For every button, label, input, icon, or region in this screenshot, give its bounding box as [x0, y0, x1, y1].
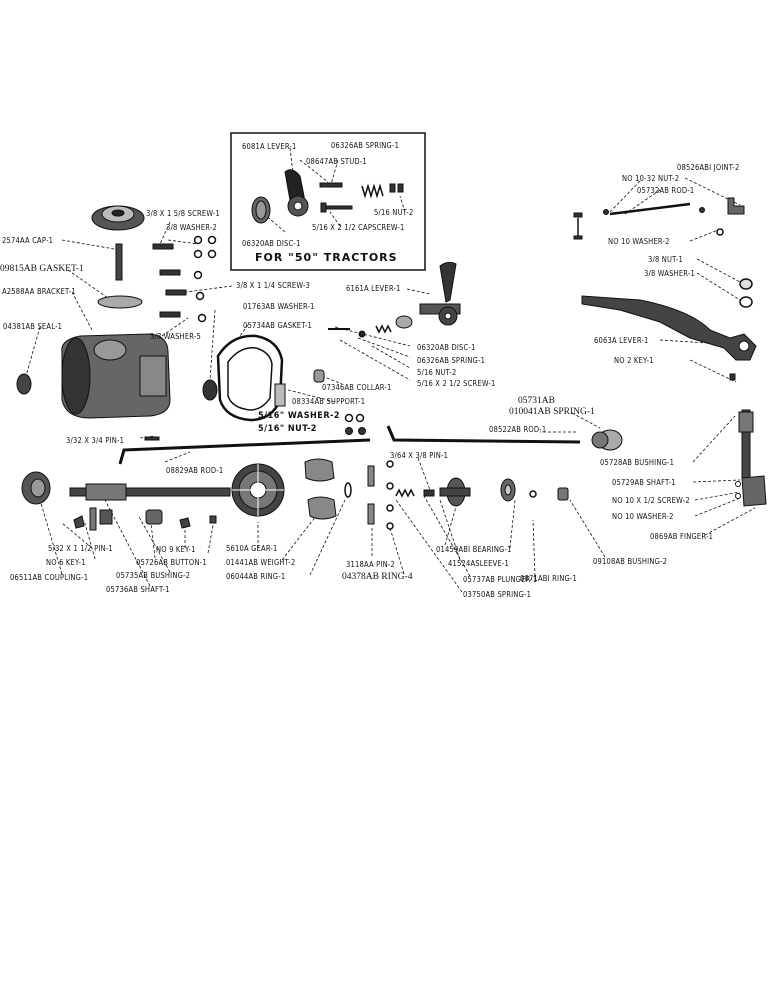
lever-6161-icon — [439, 261, 457, 303]
label-spring-03750: 03750AB SPRING-1 — [463, 590, 532, 599]
label-key-no6: NO 6 KEY-1 — [46, 558, 86, 567]
label-washer-01763: 01763AB WASHER-1 — [243, 302, 315, 311]
label-nut-10-32: NO 10-32 NUT-2 — [622, 174, 680, 183]
bushing-09108-icon — [557, 487, 569, 501]
label-lever-6081: 6081A LEVER-1 — [242, 142, 297, 151]
housing-parts — [16, 205, 284, 422]
label-screw-3-8x1-1-4: 3/8 X 1 1/4 SCREW-3 — [236, 281, 311, 290]
label-ring-06044: 06044AB RING-1 — [226, 572, 286, 581]
inset-box — [230, 132, 426, 271]
gasket-icon — [97, 295, 143, 309]
label-nut-5-16: 5/16 NUT-2 — [417, 368, 457, 377]
rod-08522-icon — [386, 425, 581, 444]
label-ring-04378: 04378AB RING-4 — [342, 572, 413, 582]
label-washer-5-16-2: 5/16" WASHER-2 — [258, 411, 341, 421]
label-rod-05732: 05732AB ROD-1 — [637, 186, 695, 195]
label-button: 05726AB BUTTON-1 — [136, 558, 207, 567]
label-rod-08522: 08522AB ROD-1 — [489, 425, 547, 434]
label-capscrew: 5/16 X 2 1/2 CAPSCREW-1 — [312, 223, 405, 232]
label-nut-inset: 5/16 NUT-2 — [374, 208, 414, 217]
seal-icon — [16, 373, 32, 395]
label-bracket: A2588AA BRACKET-1 — [2, 287, 76, 296]
shaft-05736-icon — [69, 487, 231, 497]
collar-icon — [313, 369, 325, 383]
label-pin-3-64: 3/64 X 3/8 PIN-1 — [390, 451, 449, 460]
label-bushing-05735: 05735AB BUSHING-2 — [116, 571, 191, 580]
label-bushing-05728: 05728AB BUSHING-1 — [600, 458, 675, 467]
label-pin-3-32: 3/32 X 3/4 PIN-1 — [66, 436, 125, 445]
inset-title: FOR "50" TRACTORS — [255, 251, 398, 264]
label-spring-05731-a: 05731AB — [518, 396, 555, 406]
label-ring-0871: 0871ABI RING-1 — [520, 574, 578, 583]
label-stud: 08647AB STUD-1 — [306, 157, 367, 166]
label-shaft-05729: 05729AB SHAFT-1 — [612, 478, 676, 487]
rod-08829-icon — [118, 438, 371, 465]
label-pin-3118: 3118AA PIN-2 — [346, 560, 395, 569]
ring-06044-icon — [344, 482, 352, 498]
label-collar: 07346AB COLLAR-1 — [322, 383, 392, 392]
label-shaft-05736: 05736AB SHAFT-1 — [106, 585, 170, 594]
label-nut-3-8: 3/8 NUT-1 — [648, 255, 683, 264]
right-parts — [573, 197, 767, 507]
label-lever-6161: 6161A LEVER-1 — [346, 284, 401, 293]
support-icon — [274, 383, 286, 407]
label-plunger: 05737AB PLUNGER-1 — [463, 575, 538, 584]
label-support: 08334AB SUPPORT-1 — [292, 397, 366, 406]
label-screw-5-16x2-1-2: 5/16 X 2 1/2 SCREW-1 — [417, 379, 496, 388]
label-screw-3-8x1-5-8: 3/8 X 1 5/8 SCREW-1 — [146, 209, 221, 218]
label-cap: 2574AA CAP-1 — [2, 236, 54, 245]
label-weight: 01441AB WEIGHT-2 — [226, 558, 296, 567]
label-lever-6063: 6063A LEVER-1 — [594, 336, 649, 345]
washer-01763-icon — [202, 379, 218, 401]
label-seal: 04381AB SEAL-1 — [3, 322, 63, 331]
rod-05732-icon — [609, 202, 691, 216]
inset-parts — [251, 169, 404, 224]
finger-icon — [741, 475, 767, 507]
label-washer-3-8-2: 3/8 WASHER-2 — [166, 223, 218, 232]
lever-6063-icon — [581, 295, 757, 361]
label-gear: 5610A GEAR-1 — [226, 544, 278, 553]
label-gasket-09815: 09815AB GASKET-1 — [0, 264, 84, 274]
label-gasket-05734: 05734AB GASKET-1 — [243, 321, 313, 330]
label-finger: 0869AB FINGER-1 — [650, 532, 714, 541]
label-rod-08829: 08829AB ROD-1 — [166, 466, 224, 475]
label-spring-06326-inset: 06326AB SPRING-1 — [331, 141, 400, 150]
label-nut-5-16-b: 5/16" NUT-2 — [258, 424, 317, 434]
label-joint: 08526ABI JOINT-2 — [677, 163, 740, 172]
label-key-no9: NO 9 KEY-1 — [156, 545, 196, 554]
governor-housing-icon — [61, 333, 171, 419]
label-disc-inset: 06320AB DISC-1 — [242, 239, 301, 248]
weight-icon — [304, 458, 335, 482]
label-sleeve: 41524ASLEEVE-1 — [448, 559, 510, 568]
label-washer-no10-b: NO 10 WASHER-2 — [612, 512, 674, 521]
spring-icon — [361, 183, 384, 199]
middle-parts — [118, 261, 623, 465]
label-pin-5-32: 5/32 X 1 1/2 PIN-1 — [48, 544, 113, 553]
label-spring-05731-b: 010041AB SPRING-1 — [509, 407, 595, 417]
label-coupling: 06511AB COUPLING-1 — [10, 573, 89, 582]
label-bearing: 01459ABI BEARING-1 — [436, 545, 512, 554]
label-key-no2: NO 2 KEY-1 — [614, 356, 654, 365]
lower-parts — [21, 458, 569, 531]
label-washer-3-8-5: 3/8 WASHER-5 — [150, 332, 202, 341]
label-washer-3-8-1: 3/8 WASHER-1 — [644, 269, 696, 278]
capscrew-icon — [323, 205, 353, 210]
stud-icon — [319, 182, 343, 188]
label-spring-06326: 06326AB SPRING-1 — [417, 356, 486, 365]
label-bushing-09108: 09108AB BUSHING-2 — [593, 557, 668, 566]
label-screw-no10: NO 10 X 1/2 SCREW-2 — [612, 496, 690, 505]
label-disc-06320: 06320AB DISC-1 — [417, 343, 476, 352]
label-washer-no10-2: NO 10 WASHER-2 — [608, 237, 670, 246]
